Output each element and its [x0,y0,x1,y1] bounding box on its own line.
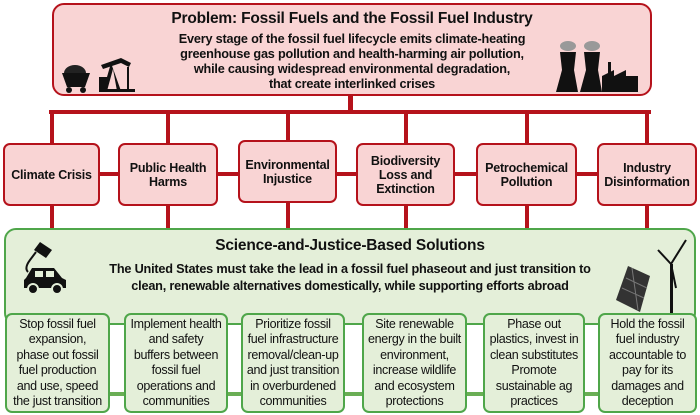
action-label: and safety [148,332,204,346]
connector [228,392,241,396]
solutions-text: clean, renewable alternatives domestical… [131,279,569,293]
connector [404,112,408,143]
crisis-label: Environmental [245,157,330,172]
crisis-label: Injustice [263,171,312,186]
action-label: environment, [380,347,449,362]
connector [455,172,476,176]
connector [525,206,529,228]
connector [525,112,529,143]
connector [585,392,598,396]
action-label: and ecosystem [374,378,455,393]
connector [166,112,170,143]
problem-text: that create interlinked crises [268,77,436,91]
action-label: Phase out [507,316,561,331]
connector [100,172,118,176]
crisis-label: Loss and [378,167,433,182]
action-label: deception [621,394,674,408]
connector [286,203,290,228]
action-label: increase wildlife [372,363,457,377]
problem-text: greenhouse gas pollution and health-harm… [180,47,524,61]
connector [404,206,408,228]
connector [110,392,124,396]
power-plant-icon [556,41,638,92]
crisis-label: Harms [149,174,187,189]
connector [348,95,353,113]
action-label: Prioritize fossil [255,316,331,331]
action-label: sustainable ag [495,378,573,393]
connector [50,206,54,228]
action-label: energy in the built [368,332,461,346]
problem-title: Problem: Fossil Fuels and the Fossil Fue… [171,10,533,27]
crisis-label: Pollution [500,174,553,189]
connector [645,206,649,228]
solutions-title: Science-and-Justice-Based Solutions [215,237,485,254]
crisis-label: Petrochemical [485,160,568,175]
problem-box: Problem: Fossil Fuels and the Fossil Fue… [52,3,652,96]
action-label: Stop fossil fuel [19,316,96,331]
action-label: expansion, [28,332,87,346]
action-label: pay for its [622,363,673,377]
action-label: fuel industry [615,332,680,346]
action-label: accountable to [608,347,687,362]
connector [166,206,170,228]
action-label: in overburdened [250,378,336,393]
action-label: fuel production [18,363,97,377]
action-label: Hold the fossil [610,316,685,331]
action-label: communities [259,394,327,408]
crisis-box: Climate Crisis [3,143,100,206]
connector [49,110,651,114]
connector [218,172,238,176]
connector [345,392,362,396]
action-label: operations and [136,378,216,393]
crisis-label: Extinction [376,181,435,196]
action-label: practices [510,394,558,408]
crisis-label: Industry [623,160,671,175]
problem-text: Every stage of the fossil fuel lifecycle… [178,32,526,46]
connector [337,172,356,176]
action-label: and just transition [246,363,340,377]
action-label: Promote [511,363,557,377]
solutions-text: The United States must take the lead in … [109,262,591,276]
action-label: plastics, invest in [489,332,579,346]
action-label: protections [385,394,444,408]
electric-car-icon [24,242,66,295]
connector [577,172,597,176]
coal-cart-oil-pump-icon [62,58,135,93]
crisis-label: Public Health [129,160,207,175]
action-label: buffers between [133,347,219,362]
action-label: and use, speed [16,378,99,393]
connector [645,112,649,143]
solar-panel-wind-turbine-icon [616,239,687,318]
action-label: damages and [611,378,684,393]
problem-text: while causing widespread environmental d… [193,62,511,76]
connector [286,112,290,140]
action-label: removal/clean-up [247,347,339,362]
solutions-box: Science-and-Justice-Based Solutions The … [4,228,696,325]
action-label: communities [142,394,210,408]
action-label: phase out fossil [16,347,99,362]
action-label: fossil fuel [151,363,201,377]
crisis-label: Biodiversity [370,153,441,168]
action-label: fuel infrastructure [247,332,339,346]
action-label: clean substitutes [489,347,578,362]
action-label: the just transition [13,394,102,408]
crisis-label: Climate Crisis [11,167,92,182]
action-label: Implement health [130,316,222,331]
connector [50,112,54,143]
crisis-label: Disinformation [604,174,690,189]
connector [467,392,483,396]
action-label: Site renewable [375,316,454,331]
